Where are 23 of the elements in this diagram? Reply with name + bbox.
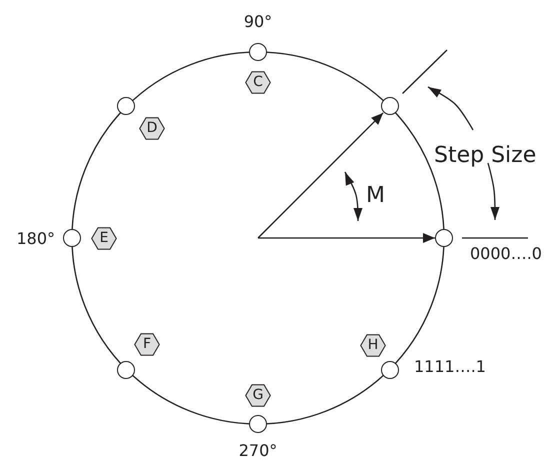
step-size-label: Step Size: [434, 145, 536, 167]
point-label: 90°: [244, 14, 272, 30]
point-label: 180°: [16, 231, 55, 247]
hexagon-marker: F: [134, 332, 160, 356]
phase-point: [380, 360, 399, 379]
phase-point: [380, 97, 399, 116]
point-label: 0000….0: [470, 246, 542, 262]
hexagon-marker: E: [91, 226, 117, 250]
phase-point: [117, 360, 136, 379]
arrow: [258, 112, 384, 238]
hexagon-marker: H: [360, 334, 386, 356]
hexagon-marker: D: [139, 116, 165, 140]
phase-point: [435, 229, 453, 247]
angle-label: M: [366, 185, 385, 207]
point-label: 270°: [238, 443, 278, 459]
phase-point: [63, 229, 81, 247]
hexagon-marker: C: [245, 70, 271, 94]
point-label: 1111….1: [414, 359, 486, 375]
phase-point: [249, 43, 267, 61]
phase-point: [249, 415, 267, 433]
hexagon-marker: G: [245, 384, 271, 406]
phase-point: [117, 97, 136, 116]
arrow: [258, 233, 435, 243]
